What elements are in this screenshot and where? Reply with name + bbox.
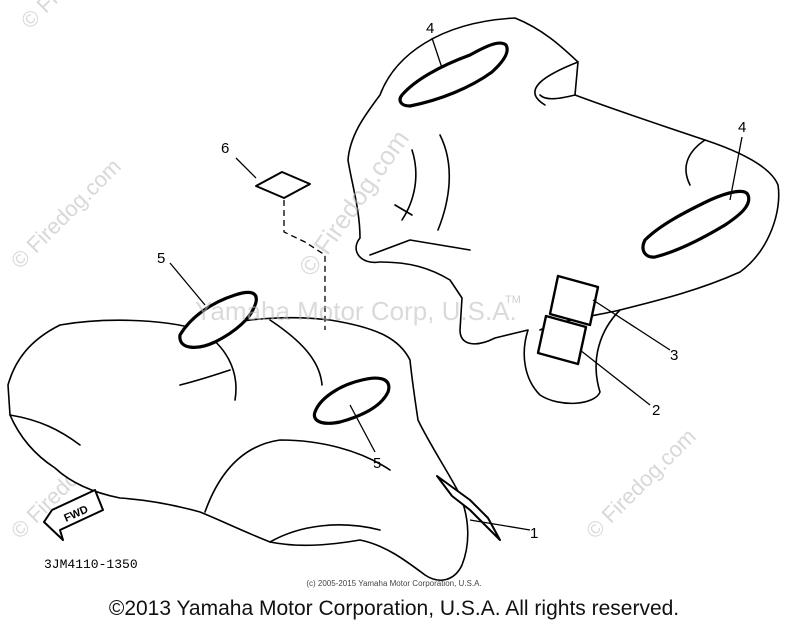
decal-1 — [436, 475, 501, 541]
callout-number: 4 — [426, 20, 434, 37]
decal-2 — [536, 314, 588, 366]
footer-copyright: ©2013 Yamaha Motor Corporation, U.S.A. A… — [108, 597, 680, 620]
front-fender-crease — [179, 369, 231, 386]
decal-5-center — [312, 376, 391, 425]
callout-number: 4 — [738, 119, 746, 136]
callout-number: 6 — [221, 140, 229, 157]
front-fender — [7, 316, 469, 581]
fwd-arrow-icon — [43, 489, 104, 541]
part-reference-code: 3JM4110-1350 — [44, 557, 138, 572]
rear-fender-crease — [539, 94, 576, 100]
watermark-tm: TM — [505, 294, 521, 306]
callout-number: 1 — [530, 525, 538, 542]
decal-4-upper — [398, 41, 509, 108]
rear-fender-crease — [401, 149, 417, 221]
rear-fender-crease — [534, 61, 579, 106]
fine-print-copyright: (c) 2005-2015 Yamaha Motor Corporation, … — [306, 579, 482, 588]
rear-fender-crease — [394, 204, 413, 216]
callout-number: 3 — [670, 347, 678, 364]
front-fender-outline — [7, 316, 469, 581]
watermark-site: © Firedog.com — [6, 154, 126, 274]
front-fender-crease — [204, 439, 391, 513]
decal-6 — [255, 171, 311, 199]
rear-fender-crease — [369, 239, 471, 256]
watermark-center-main: Yamaha Motor Corp, U.S.A. — [195, 296, 517, 326]
decal-4-right — [641, 189, 751, 259]
callout-number: 5 — [373, 455, 381, 472]
watermark-site: © Firedog.com — [16, 0, 136, 34]
leader-lines — [169, 37, 743, 531]
front-fender-crease — [269, 319, 323, 386]
front-fender-crease — [9, 414, 81, 446]
rear-fender-crease — [437, 134, 451, 231]
decal-5-left — [178, 290, 258, 349]
fwd-arrow: FWD — [43, 489, 104, 541]
watermark-site: © Firedog.com — [581, 424, 701, 544]
callout-number: 5 — [157, 250, 165, 267]
rear-fender-crease — [685, 139, 706, 186]
decal-3 — [548, 274, 600, 327]
callouts: 1 2 3 4 4 5 5 6 — [157, 20, 746, 542]
front-fender-crease — [269, 524, 381, 543]
callout-number: 2 — [652, 402, 660, 419]
